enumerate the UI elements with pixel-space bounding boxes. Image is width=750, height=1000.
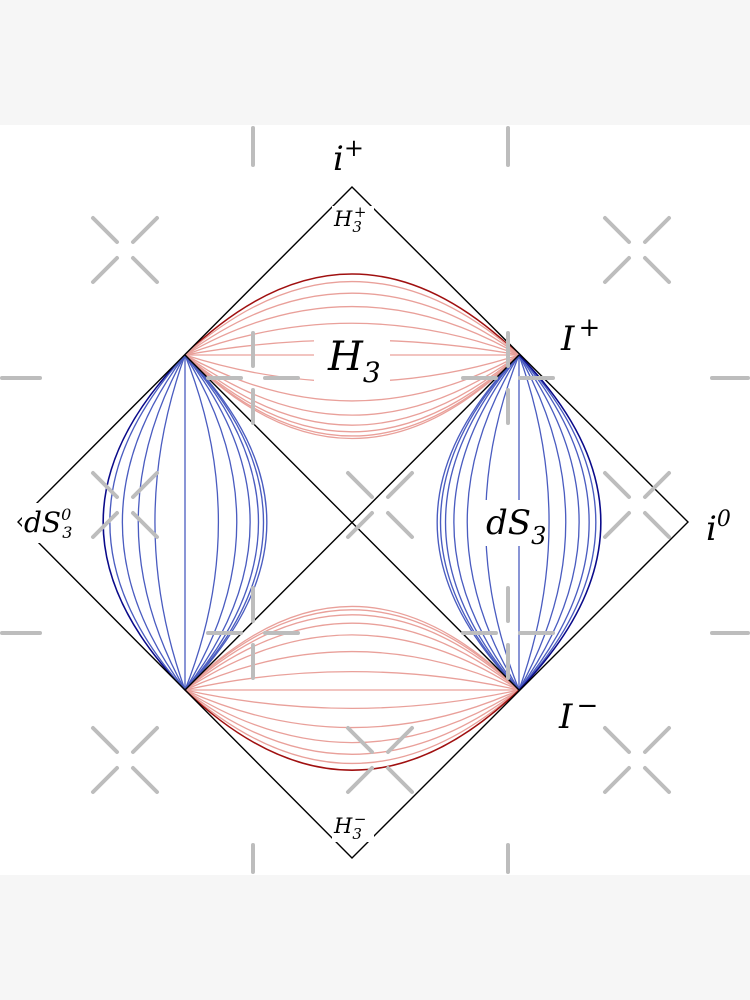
ds-left-slice-outer: [137, 354, 186, 691]
ds-left-slice-inner: [184, 354, 268, 691]
label-i-plus: i+: [333, 134, 364, 179]
cross-mark-icon: [346, 471, 414, 539]
h3m-slice-lower: [184, 689, 520, 729]
ds-right-slice-outer: [518, 354, 567, 691]
ds-right-slice-outer: [518, 354, 590, 691]
ds-right-slice-outer: [518, 354, 597, 691]
ds-right-slice-outer: [518, 354, 550, 691]
cross-mark-icon: [91, 471, 159, 539]
label-i-zero: i0: [706, 507, 731, 549]
label-scri-plus: I+: [560, 313, 600, 359]
ds-left-slice-inner: [184, 354, 219, 691]
cross-mark-icon: [91, 726, 159, 794]
h3-slice-upper: [184, 322, 520, 356]
h3m-slice-upper: [184, 609, 520, 691]
h3m-slice-upper: [184, 606, 520, 691]
h3m-slice-upper: [184, 614, 520, 691]
label-h3-plus-background: [332, 206, 374, 236]
cross-mark-icon: [91, 216, 159, 284]
h3-slice-upper: [184, 305, 520, 356]
h3m-slice-lower: [184, 689, 520, 755]
ds-left-slice-inner: [184, 354, 264, 691]
h3-slice-lower: [184, 354, 520, 416]
h3m-slice-upper: [184, 651, 520, 691]
ds-right-slice-outer: [518, 354, 580, 691]
h3m-slice-upper: [184, 634, 520, 691]
labels: i+ i0 I+ I− H3 H3+ H3− dS3: [22, 134, 731, 843]
ds-left-slice-inner: [184, 354, 238, 691]
label-h3-minus-background: [332, 812, 374, 842]
label-ds3-zero-background: [22, 503, 70, 543]
cross-mark-icon: [603, 471, 671, 539]
h3-slice-lower: [184, 354, 520, 439]
h3-slice-lower: [184, 354, 520, 433]
label-ds3: dS3: [486, 503, 546, 550]
label-h3-background: [314, 330, 390, 384]
h3-slice-lower: [184, 354, 520, 426]
ds-right-slice-inner: [436, 354, 520, 691]
ds-right-slice-outer: [518, 354, 602, 691]
ds-left-slice-inner: [184, 354, 259, 691]
plus-mark-icon: [206, 586, 300, 680]
h3m-slice-lower: [184, 689, 520, 764]
ds-left-slice-inner: [184, 354, 251, 691]
label-scri-minus: I−: [558, 691, 598, 737]
h3-slice-upper: [184, 292, 520, 356]
outer-diamond: [17, 186, 689, 859]
plus-mark-icon: [206, 331, 300, 425]
ds-right-slice-inner: [445, 354, 520, 691]
ds-right-slice-inner: [466, 354, 520, 691]
plus-mark-icon: [461, 331, 555, 425]
h3-slice-upper: [184, 281, 520, 356]
ds-left-slice-outer: [121, 354, 186, 691]
cross-mark-icon: [603, 726, 671, 794]
watermark-layer: [0, 126, 750, 874]
h3-slice-lower: [184, 354, 520, 437]
label-h3: H3: [327, 334, 381, 389]
cross-mark-icon: [603, 216, 671, 284]
cross-mark-icon: [346, 726, 414, 794]
label-h3-minus: H3−: [333, 810, 366, 843]
label-ds3-background: [483, 500, 545, 546]
h3-slice-upper: [184, 273, 520, 356]
h3m-slice-upper: [184, 671, 520, 691]
h3m-slice-lower: [184, 689, 520, 744]
h3m-slice-lower: [184, 689, 520, 771]
label-h3-plus: H3+: [333, 203, 366, 236]
ds-left-slice-outer: [102, 354, 186, 691]
ds-right-slice-inner: [453, 354, 520, 691]
ds-right-slice-inner: [440, 354, 520, 691]
ds-left-slice-outer: [154, 354, 186, 691]
plus-mark-icon: [461, 586, 555, 680]
h3m-slice-lower: [184, 689, 520, 709]
h3m-slice-upper: [184, 622, 520, 691]
